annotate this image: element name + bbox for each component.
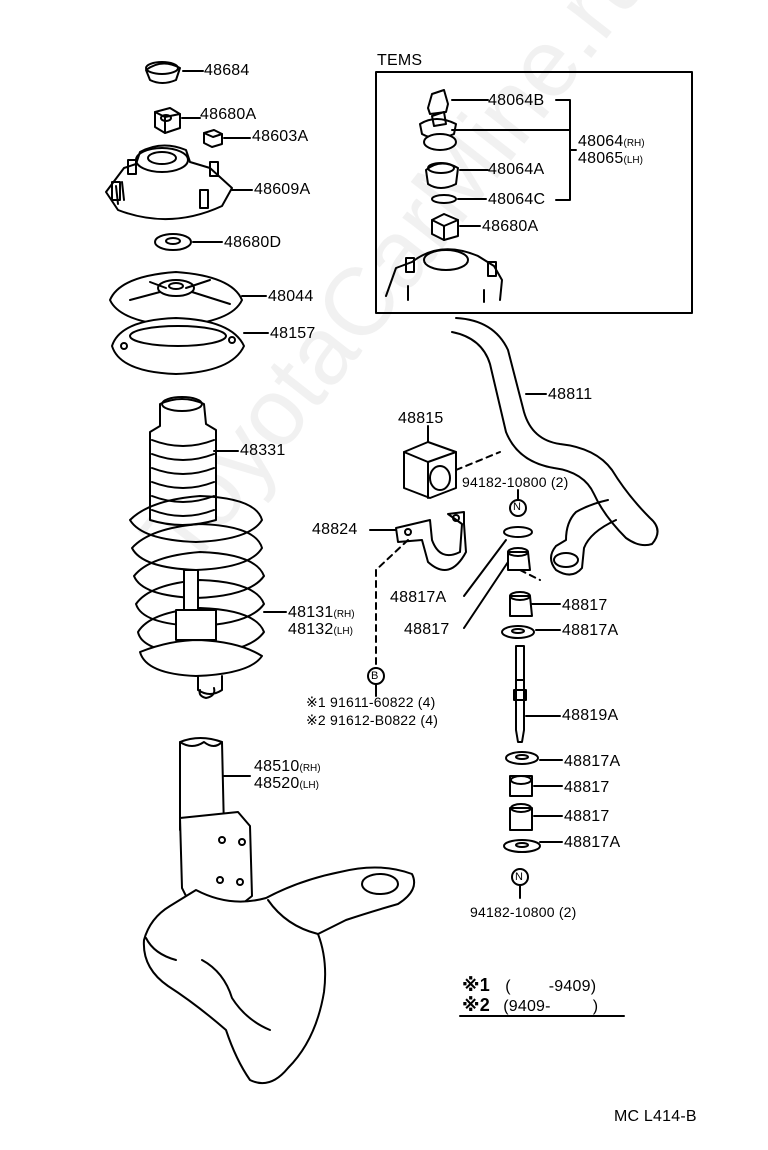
label-48044: 48044 bbox=[268, 288, 314, 305]
nut-48680a bbox=[154, 107, 181, 134]
label-48680a-top: 48680A bbox=[200, 106, 257, 123]
label-48064b: 48064B bbox=[488, 92, 545, 109]
label-48131: 48131(RH) bbox=[288, 604, 355, 624]
legend-row-1: ※1 ( -9409) bbox=[462, 976, 596, 996]
label-48824: 48824 bbox=[312, 521, 358, 538]
label-bolt-lower: 94182-10800 (2) bbox=[470, 904, 577, 920]
link-stack bbox=[501, 526, 541, 853]
seat-48044 bbox=[109, 271, 243, 327]
legend-close-1: ) bbox=[590, 978, 597, 995]
label-48817a-r3: 48817A bbox=[564, 834, 621, 851]
legend-open-2: ( bbox=[503, 998, 509, 1015]
label-48817a-r2: 48817A bbox=[564, 753, 621, 770]
label-48684: 48684 bbox=[204, 62, 250, 79]
cap-48684 bbox=[145, 61, 181, 84]
bumper-48331 bbox=[149, 396, 217, 526]
stabilizer-bar-48811 bbox=[451, 317, 659, 576]
mount-48609a bbox=[105, 144, 233, 221]
side-rh-2: (RH) bbox=[299, 763, 321, 774]
label-48817-r2: 48817 bbox=[564, 779, 610, 796]
part-number-48510: 48510 bbox=[254, 758, 300, 775]
legend-row-2: ※2 (9409-) bbox=[462, 996, 598, 1016]
label-48510: 48510(RH) bbox=[254, 758, 321, 778]
tems-actuator-48064b bbox=[419, 89, 457, 139]
insulator-48157 bbox=[111, 317, 245, 375]
n-mark-lower: N bbox=[515, 871, 524, 883]
tems-washer-48064c bbox=[431, 194, 457, 204]
label-48811: 48811 bbox=[548, 386, 593, 403]
label-48817a-r1: 48817A bbox=[562, 622, 619, 639]
side-lh: (LH) bbox=[333, 626, 353, 637]
legend-dash-2: - bbox=[545, 998, 551, 1015]
side-lh-3: (LH) bbox=[623, 155, 643, 166]
label-48815: 48815 bbox=[398, 410, 444, 427]
label-48817a-left: 48817A bbox=[390, 589, 447, 606]
tems-48064a bbox=[423, 133, 459, 189]
tems-title: TEMS bbox=[377, 52, 423, 69]
label-48132: 48132(LH) bbox=[288, 621, 353, 641]
label-bolt-b1: ※1 91611-60822 (4) bbox=[306, 694, 436, 710]
legend-from-2: 9409 bbox=[508, 998, 546, 1015]
bushing-48815 bbox=[403, 441, 457, 499]
nut-48603a bbox=[203, 129, 223, 148]
label-bolt-b2: ※2 91612-B0822 (4) bbox=[306, 712, 439, 728]
part-number-48064: 48064 bbox=[578, 133, 624, 150]
label-48680d: 48680D bbox=[224, 234, 282, 251]
legend-mark-2: ※2 bbox=[462, 995, 490, 1015]
side-rh: (RH) bbox=[333, 609, 355, 620]
legend-to-1: 9409 bbox=[554, 978, 591, 995]
label-48064a: 48064A bbox=[488, 161, 545, 178]
label-48331: 48331 bbox=[240, 442, 286, 459]
label-tems-48680a: 48680A bbox=[482, 218, 539, 235]
part-number-48520: 48520 bbox=[254, 775, 300, 792]
part-number-48132: 48132 bbox=[288, 621, 334, 638]
label-bolt-upper: 94182-10800 (2) bbox=[462, 474, 569, 490]
legend-mark-1: ※1 bbox=[462, 975, 490, 995]
label-48819a: 48819A bbox=[562, 707, 619, 724]
label-48520: 48520(LH) bbox=[254, 775, 319, 795]
bracket-48824 bbox=[395, 511, 467, 571]
washer-48680d bbox=[154, 233, 192, 251]
tems-nut-48680a bbox=[431, 213, 459, 241]
side-rh-3: (RH) bbox=[623, 138, 645, 149]
label-48817-left: 48817 bbox=[404, 621, 450, 638]
b-mark: B bbox=[371, 670, 379, 682]
label-48817-r1: 48817 bbox=[562, 597, 608, 614]
shock-absorber-48510 bbox=[142, 737, 416, 1084]
legend-close-2: ) bbox=[592, 998, 599, 1015]
tems-frame bbox=[375, 71, 693, 314]
side-lh-2: (LH) bbox=[299, 780, 319, 791]
label-48065: 48065(LH) bbox=[578, 150, 643, 170]
part-number-48131: 48131 bbox=[288, 604, 334, 621]
diagram-code: MC L414-B bbox=[614, 1108, 697, 1125]
label-48609a: 48609A bbox=[254, 181, 311, 198]
label-48157: 48157 bbox=[270, 325, 316, 342]
legend-dash-1: - bbox=[548, 978, 555, 995]
label-48064: 48064(RH) bbox=[578, 133, 645, 153]
legend-open-1: ( bbox=[505, 978, 511, 995]
tems-mount bbox=[385, 248, 503, 303]
label-48817-r3: 48817 bbox=[564, 808, 610, 825]
coil-spring-48131 bbox=[129, 495, 265, 699]
label-48603a: 48603A bbox=[252, 128, 309, 145]
part-number-48065: 48065 bbox=[578, 150, 624, 167]
n-mark-upper: N bbox=[513, 501, 522, 513]
label-48064c: 48064C bbox=[488, 191, 546, 208]
